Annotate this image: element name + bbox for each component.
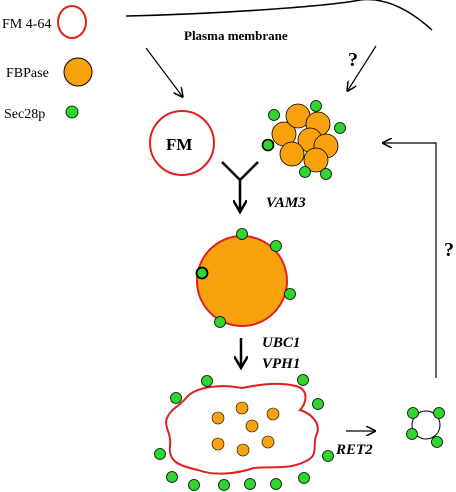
sec28p-dot [214,316,226,328]
arrow-membrane-to-cluster [348,45,377,90]
legend-sec28p-label: Sec28p [4,107,45,122]
fbpase-internal-vesicle [211,437,225,451]
sec28p-dot [270,478,282,490]
arrow-return-path [384,143,437,378]
fm-compartment: FM [149,110,215,176]
sec28p-dot [154,448,166,460]
gene-ret2: RET2 [335,442,373,458]
sec28p-dot [268,109,280,121]
fbpase-internal-vesicle [266,407,280,421]
question-mark-right: ? [444,239,454,261]
sec28p-dot [322,450,334,462]
sec28p-dot [236,228,248,240]
sec28p-dot [244,478,256,490]
legend-fm-swatch [57,5,87,39]
sec28p-dot [201,375,213,387]
fbpase-internal-vesicle [245,419,259,433]
legend-fbpase-swatch [63,57,93,87]
sec28p-dot [270,240,282,252]
fbpase-internal-vesicle [236,443,250,457]
membrane-curve [125,0,433,31]
fbpase-internal-vesicle [211,411,225,425]
gene-ubc1: UBC1 [262,335,300,351]
sec28p-dot [310,100,322,112]
sec28p-dot [407,407,419,419]
sec28p-dot [431,436,443,448]
sec28p-dot [170,392,182,404]
sec28p-dot [320,168,332,180]
fbpase-vesicle-cluster [261,100,346,180]
sec28p-dot [312,398,324,410]
sec28p-dot [299,166,311,178]
fm-circle [149,110,215,176]
legend-sec28p-swatch [65,105,79,119]
merge-arrow-left [221,161,241,181]
recycling-vesicle-body [411,410,441,440]
recycling-vesicle [406,407,445,448]
sec28p-dot [298,472,310,484]
sec28p-dot [334,122,346,134]
degradative-vacuole [154,374,334,491]
sec28p-dot [166,471,178,483]
question-mark-top: ? [348,49,358,71]
fbpase-vesicle [279,141,305,167]
fm-circle-label: FM [166,135,192,154]
fbpase-vesicle [303,147,329,173]
merge-arrow [221,161,259,210]
sec28p-dot [218,479,230,491]
fbpase-internal-vesicle [261,435,275,449]
sec28p-dot [297,374,309,386]
fbpase-internal-vesicle [235,401,249,415]
sec28p-dot [406,428,418,440]
legend-fm-label: FM 4-64 [2,17,51,32]
fused-vacuole [195,228,296,328]
plasma-membrane: Plasma membrane [125,0,433,43]
membrane-label: Plasma membrane [184,28,288,43]
legend-fbpase-label: FBPase [6,66,49,81]
arrow-membrane-to-fm [145,47,182,96]
sec28p-dot [284,288,296,300]
sec28p-dot [195,266,209,280]
legend: FM 4-64 FBPase Sec28p [2,5,93,122]
sec28p-dot [433,407,445,419]
merge-arrow-right [239,161,259,181]
sec28p-dot [261,138,275,152]
sec28p-dot [188,479,200,491]
gene-vph1: VPH1 [262,356,300,372]
gene-vam3: VAM3 [266,195,306,211]
vacuole-irregular-membrane [165,382,319,475]
